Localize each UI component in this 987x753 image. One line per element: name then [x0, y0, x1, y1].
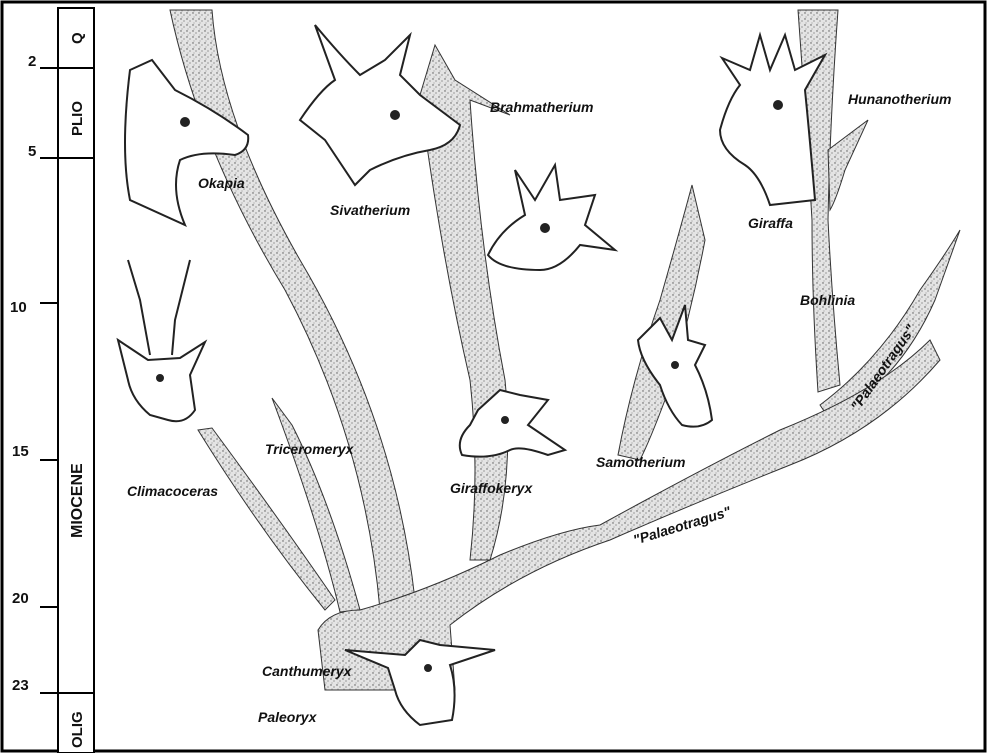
- epoch-label-q: Q: [69, 32, 86, 44]
- label-brahmatherium: Brahmatherium: [490, 99, 593, 115]
- branch-hunanotherium: [828, 120, 868, 210]
- label-hunanotherium: Hunanotherium: [848, 91, 951, 107]
- brahmatherium-head-illustration: [488, 165, 615, 270]
- okapia-head-illustration: [125, 60, 248, 225]
- label-giraffokeryx: Giraffokeryx: [450, 480, 533, 496]
- epoch-label-plio: PLIO: [69, 101, 86, 136]
- label-climacoceras: Climacoceras: [127, 483, 218, 499]
- time-scale: 2 5 10 15 20 23 Q PLIO MIOCENE OLIG: [10, 8, 94, 753]
- label-okapia: Okapia: [198, 175, 245, 191]
- tick-label-10: 10: [10, 299, 27, 316]
- tick-label-5: 5: [28, 143, 36, 160]
- epoch-label-miocene: MIOCENE: [69, 463, 86, 538]
- label-samotherium: Samotherium: [596, 454, 685, 470]
- tick-label-20: 20: [12, 590, 29, 607]
- label-triceromeryx: Triceromeryx: [265, 441, 355, 457]
- label-giraffa: Giraffa: [748, 215, 793, 231]
- tick-label-15: 15: [12, 443, 29, 460]
- label-bohlinia: Bohlinia: [800, 292, 855, 308]
- label-paleoryx: Paleoryx: [258, 709, 318, 725]
- climacoceras-head-illustration: [118, 260, 205, 421]
- tick-label-23: 23: [12, 677, 29, 694]
- tick-label-2: 2: [28, 53, 36, 70]
- epoch-label-olig: OLIG: [69, 711, 86, 748]
- label-canthumeryx: Canthumeryx: [262, 663, 353, 679]
- label-sivatherium: Sivatherium: [330, 202, 410, 218]
